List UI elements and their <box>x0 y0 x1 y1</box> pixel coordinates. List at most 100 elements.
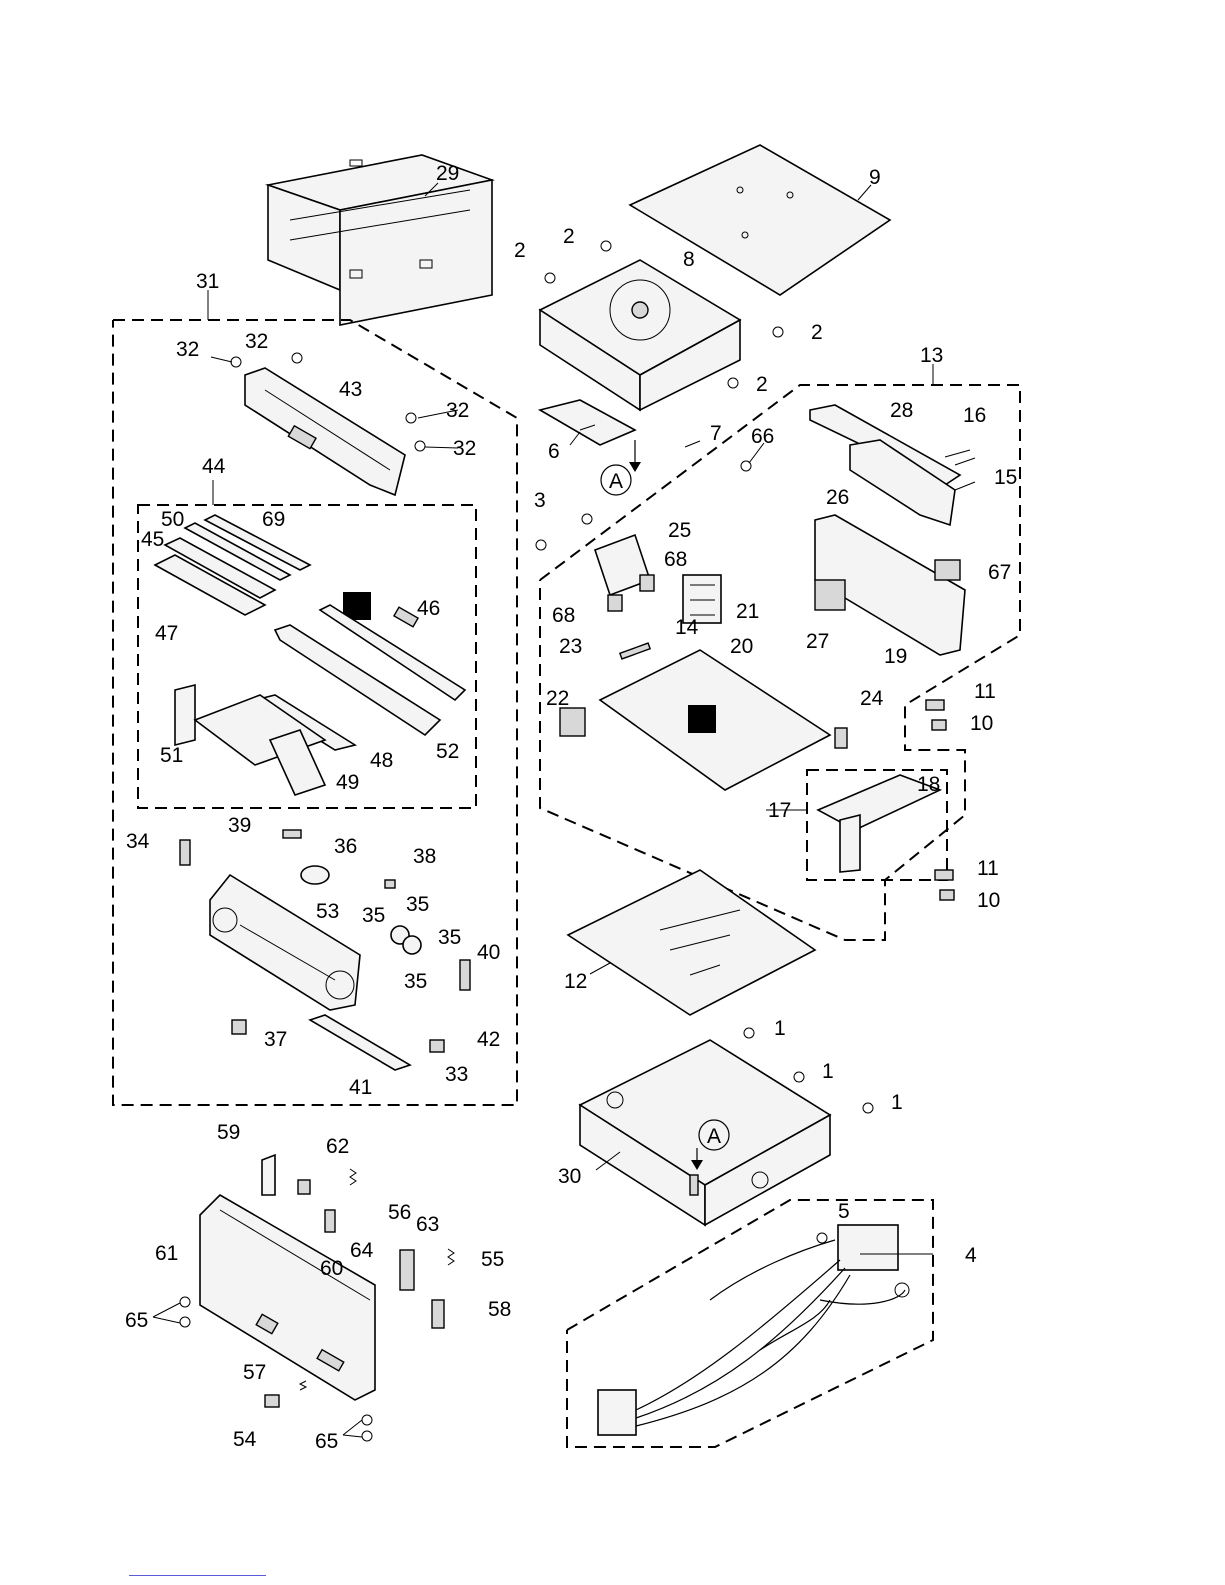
callout-2a: 2 <box>563 225 575 248</box>
callout-26: 26 <box>826 486 849 509</box>
bottom-front-panel <box>180 1155 454 1441</box>
callout-6: 6 <box>548 440 560 463</box>
callout-25: 25 <box>668 519 691 542</box>
callout-45: 45 <box>141 528 164 551</box>
part-25-14-68-bracket <box>595 535 654 611</box>
main-pcb <box>560 643 847 790</box>
callout-11a: 11 <box>974 680 996 703</box>
callout-62: 62 <box>326 1135 349 1158</box>
callout-44: 44 <box>202 455 226 478</box>
callout-57: 57 <box>243 1361 266 1384</box>
part-12-insulator-sheet <box>568 870 815 1015</box>
callout-34: 34 <box>126 830 150 853</box>
callout-51: 51 <box>160 744 183 767</box>
callout-32d: 32 <box>453 437 476 460</box>
part-26-27-67-board <box>815 515 965 655</box>
callout-12: 12 <box>564 970 587 993</box>
part-43-front-frame <box>245 368 405 495</box>
callout-14: 14 <box>675 616 699 639</box>
callout-46: 46 <box>417 597 440 620</box>
part-9-top-plate <box>630 145 890 295</box>
callout-4: 4 <box>965 1244 977 1267</box>
callout-67: 67 <box>988 561 1011 584</box>
callout-48: 48 <box>370 749 393 772</box>
callout-28: 28 <box>890 399 913 422</box>
callout-32a: 32 <box>176 338 199 361</box>
callout-27: 27 <box>806 630 829 653</box>
callout-65a: 65 <box>125 1309 148 1332</box>
svg-text:A: A <box>609 470 623 493</box>
callout-59: 59 <box>217 1121 240 1144</box>
callout-52: 52 <box>436 740 459 763</box>
callout-13: 13 <box>920 344 943 367</box>
footer-rule <box>129 1575 266 1576</box>
callout-43: 43 <box>339 378 362 401</box>
callout-64: 64 <box>350 1239 374 1262</box>
callout-35c: 35 <box>438 926 461 949</box>
callout-32b: 32 <box>245 330 268 353</box>
callout-19: 19 <box>884 645 907 668</box>
callout-29: 29 <box>436 162 459 185</box>
part-30-chassis <box>580 1040 830 1225</box>
callout-21: 21 <box>736 600 759 623</box>
callout-2d: 2 <box>756 373 768 396</box>
callout-55: 55 <box>481 1248 504 1271</box>
callout-8: 8 <box>683 248 695 271</box>
callout-3: 3 <box>534 489 546 512</box>
part-6-ribbon-cable <box>540 400 635 445</box>
callout-16: 16 <box>963 404 986 427</box>
callout-20: 20 <box>730 635 753 658</box>
callout-47: 47 <box>155 622 178 645</box>
callout-35d: 35 <box>404 970 427 993</box>
callout-9: 9 <box>869 166 881 189</box>
callout-53: 53 <box>316 900 339 923</box>
callout-54: 54 <box>233 1428 257 1451</box>
callout-24: 24 <box>860 687 884 710</box>
callout-31: 31 <box>196 270 219 293</box>
callout-69: 69 <box>262 508 285 531</box>
callout-10a: 10 <box>970 712 993 735</box>
callout-22: 22 <box>546 687 569 710</box>
callout-39: 39 <box>228 814 251 837</box>
part-53-front-panel <box>210 875 360 1010</box>
callout-37: 37 <box>264 1028 287 1051</box>
callout-15: 15 <box>994 466 1017 489</box>
parts-10-11-connectors <box>926 700 954 900</box>
callout-58: 58 <box>488 1298 511 1321</box>
callout-38: 38 <box>413 845 436 868</box>
callout-66: 66 <box>751 425 774 448</box>
callout-11b: 11 <box>977 857 999 880</box>
callout-33: 33 <box>445 1063 468 1086</box>
callout-35b: 35 <box>362 904 385 927</box>
callout-65b: 65 <box>315 1430 338 1453</box>
callout-5: 5 <box>838 1200 850 1223</box>
callout-2b: 2 <box>514 239 526 262</box>
callout-35a: 35 <box>406 893 429 916</box>
callout-68b: 68 <box>552 604 575 627</box>
callout-56: 56 <box>388 1201 411 1224</box>
part-48-49-51-brackets <box>175 685 355 795</box>
callout-60: 60 <box>320 1257 343 1280</box>
group-4-wire-harness <box>567 1200 933 1447</box>
callout-42: 42 <box>477 1028 500 1051</box>
callout-36: 36 <box>334 835 357 858</box>
callout-30: 30 <box>558 1165 581 1188</box>
callout-61: 61 <box>155 1242 178 1265</box>
callout-1a: 1 <box>774 1017 786 1040</box>
callout-7: 7 <box>710 422 722 445</box>
callout-2c: 2 <box>811 321 823 344</box>
callout-50: 50 <box>161 508 184 531</box>
callout-18: 18 <box>917 773 940 796</box>
part-8-cd-mechanism <box>540 260 740 410</box>
callout-1c: 1 <box>891 1091 903 1114</box>
callout-40: 40 <box>477 941 500 964</box>
svg-text:A: A <box>707 1125 721 1148</box>
callout-63: 63 <box>416 1213 439 1236</box>
callout-10b: 10 <box>977 889 1000 912</box>
callout-68a: 68 <box>664 548 687 571</box>
callout-32c: 32 <box>446 399 469 422</box>
reference-marker-a-top: A <box>601 440 641 495</box>
callout-17: 17 <box>768 799 791 822</box>
callout-49: 49 <box>336 771 359 794</box>
